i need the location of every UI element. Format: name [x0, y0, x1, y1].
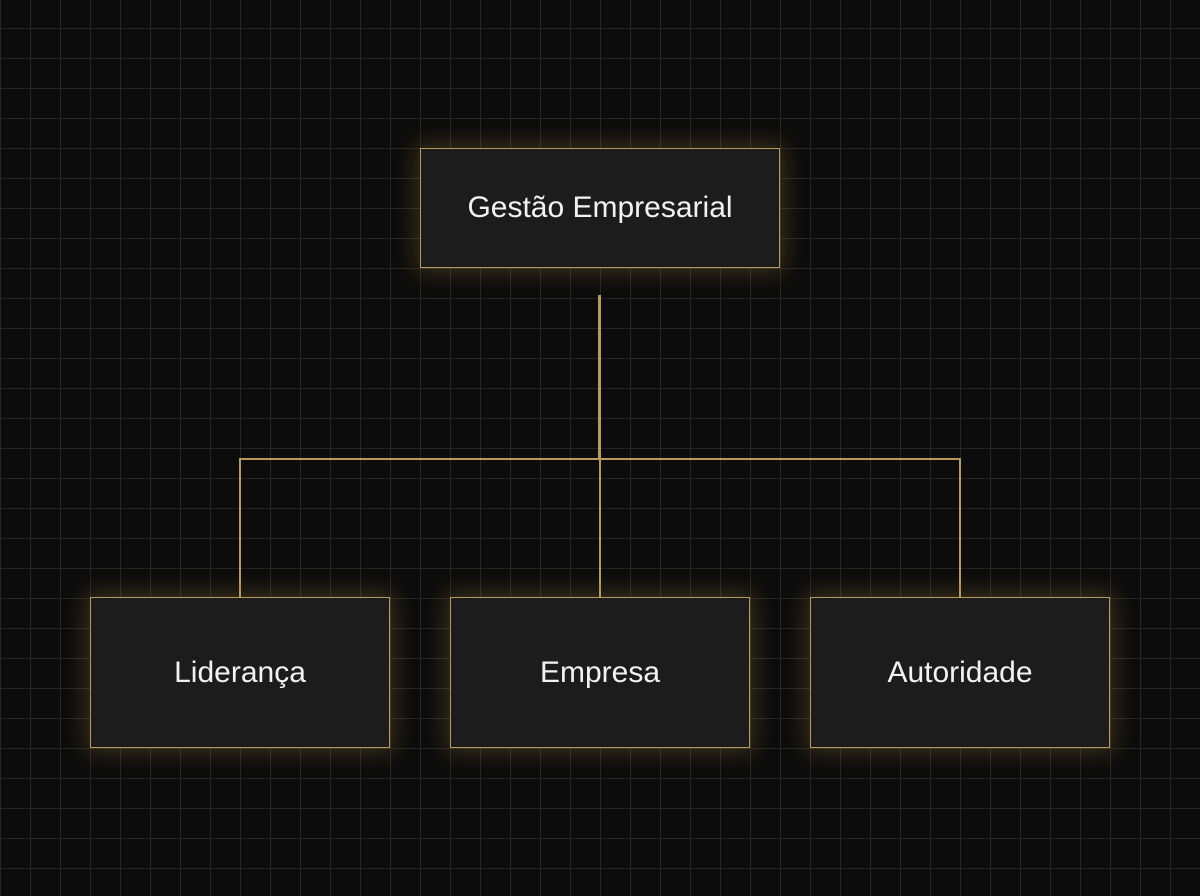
root-node[interactable]: Gestão Empresarial [420, 148, 780, 268]
child-node-autoridade[interactable]: Autoridade [810, 597, 1110, 748]
child-node-lideranca[interactable]: Liderança [90, 597, 390, 748]
root-connector-trunk [598, 295, 601, 459]
child-node-label: Empresa [539, 655, 661, 689]
child-node-empresa[interactable]: Empresa [450, 597, 750, 748]
root-node-label: Gestão Empresarial [467, 191, 733, 224]
child-node-label: Autoridade [887, 655, 1033, 689]
branch-connector-right [959, 458, 961, 598]
branch-connector-left [239, 458, 241, 598]
branch-connector-center [599, 458, 601, 598]
child-node-label: Liderança [174, 655, 306, 689]
